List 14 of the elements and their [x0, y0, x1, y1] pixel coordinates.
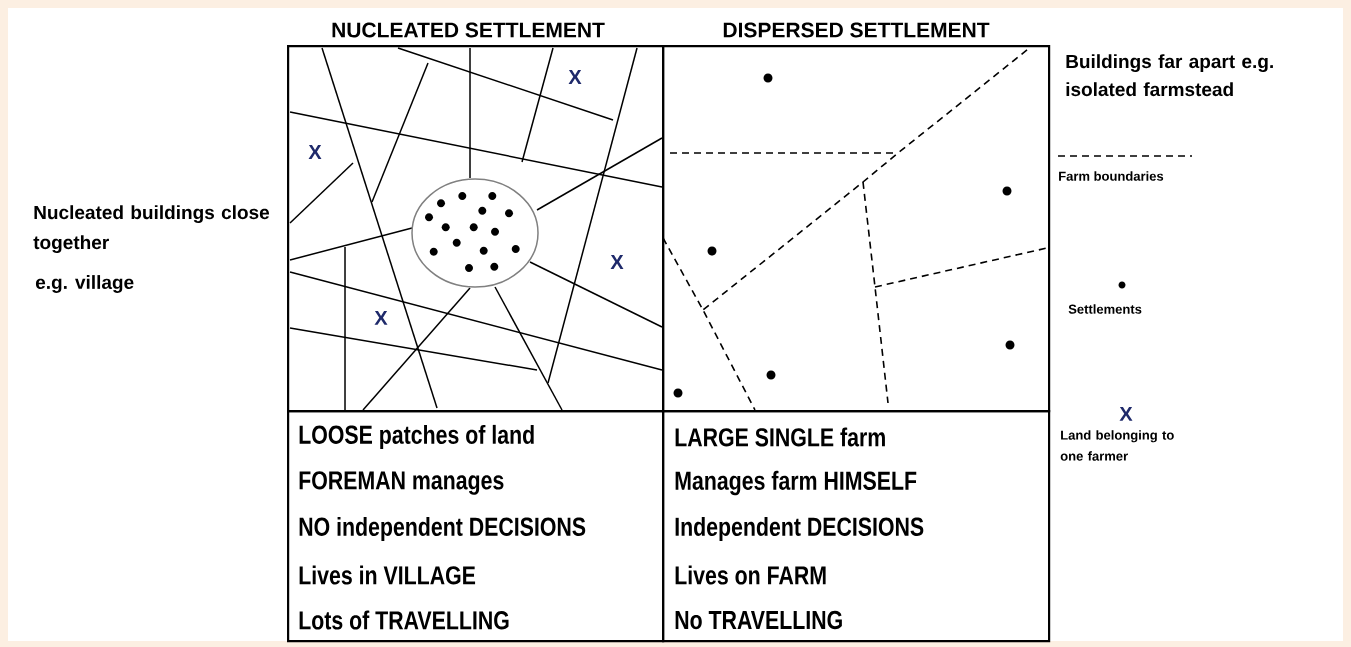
land-mark: X — [610, 255, 624, 269]
side-note: Nucleated buildings close together — [33, 205, 270, 253]
table-cell: LARGE SINGLE farm Manages farm HIMSELF Independent DECISIONS Lives on FARM No TRAVELLING — [662, 410, 1051, 643]
land-mark: X — [568, 70, 582, 84]
panel-heading: DISPERSED SETTLEMENT — [723, 22, 990, 38]
land-mark: X — [308, 145, 322, 159]
legend-item: Settlements — [1068, 281, 1142, 314]
side-note: e.g. village — [35, 275, 134, 293]
panel-heading: NUCLEATED SETTLEMENT — [332, 22, 605, 38]
legend-item: Farm boundaries — [1057, 155, 1193, 181]
legend-item: Land belonging to one farmer — [1060, 430, 1174, 461]
table-cell: LOOSE patches of land FOREMAN manages NO independent DECISIONS Lives in VILLAGE Lots of TRAVELLING — [287, 410, 665, 643]
legend-symbol: X — [1119, 407, 1133, 421]
land-mark: X — [374, 311, 388, 325]
